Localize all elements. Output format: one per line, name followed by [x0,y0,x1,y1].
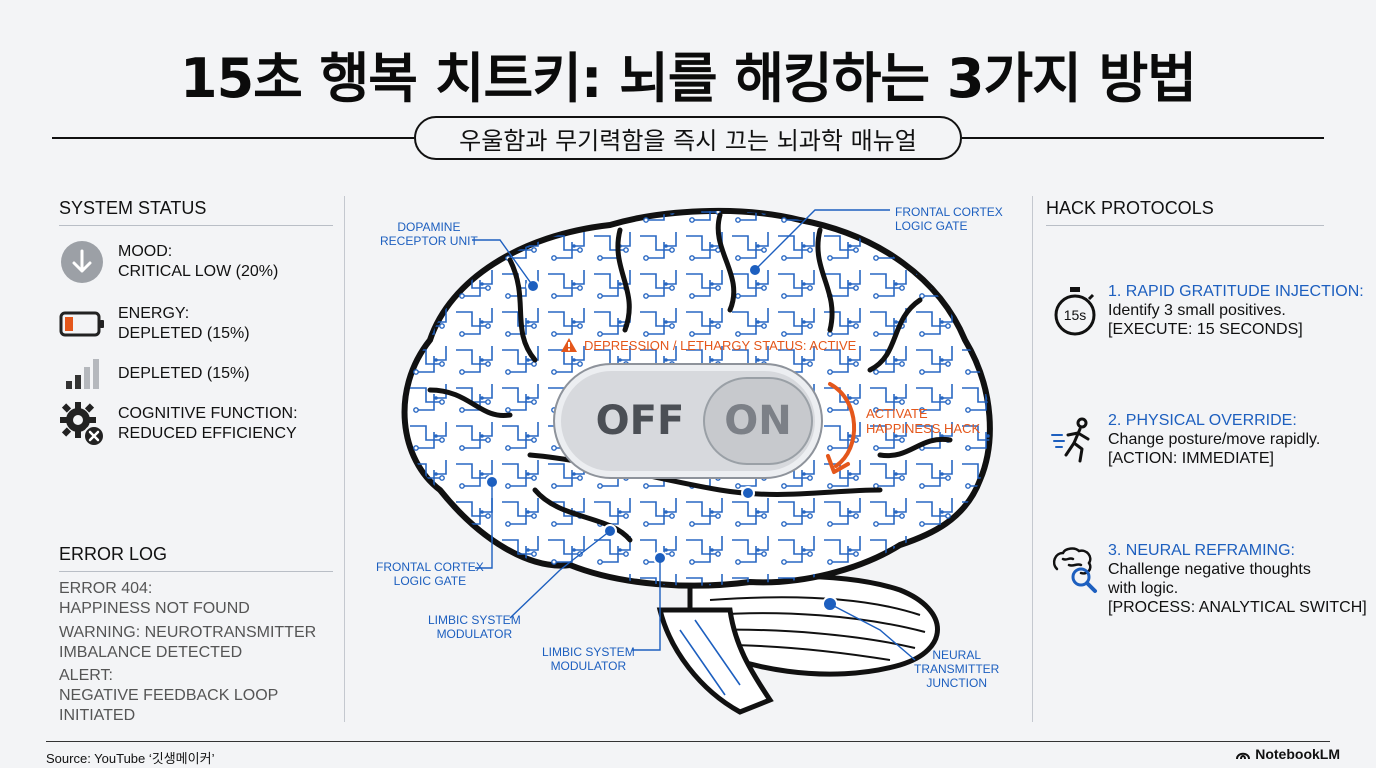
svg-text:15s: 15s [1064,307,1087,323]
footer-rule [46,741,1330,742]
status-cognitive: COGNITIVE FUNCTION:REDUCED EFFICIENCY [58,400,298,448]
happiness-toggle-switch[interactable]: OFF ON [553,363,823,479]
subtitle-pill: 우울함과 무기력함을 즉시 끄는 뇌과학 매뉴얼 [414,116,962,160]
status-warning: DEPRESSION / LETHARGY STATUS: ACTIVE [560,337,856,353]
brain-magnifier-icon [1046,541,1104,599]
warning-triangle-icon [561,338,577,352]
protocol-gratitude: 15s 1. RAPID GRATITUDE INJECTION: Identi… [1046,282,1364,340]
footer-source: Source: YouTube ‘깃생메이커’ [46,751,215,766]
system-status-heading: SYSTEM STATUS [59,198,333,226]
page-title: 15초 행복 치트키: 뇌를 해킹하는 3가지 방법 [180,47,1197,110]
protocol-physical: 2. PHYSICAL OVERRIDE: Change posture/mov… [1046,411,1320,469]
title-rule-left [52,137,414,139]
activate-arrow-icon [826,382,857,474]
title-rule-right [962,137,1324,139]
signal-bars-icon [58,350,106,398]
hack-protocols-heading: HACK PROTOCOLS [1046,198,1324,226]
divider-right [1032,196,1033,722]
brain-stem [656,607,774,715]
error-log-heading: ERROR LOG [59,544,333,572]
status-signal: DEPLETED (15%) [58,350,250,398]
stopwatch-icon: 15s [1046,282,1104,340]
divider-left [344,196,345,722]
footer-brand: NotebookLM [1235,746,1340,762]
notebooklm-logo-icon [1236,752,1251,760]
status-energy: ENERGY:DEPLETED (15%) [58,300,250,348]
protocol-reframing: 3. NEURAL REFRAMING: Challenge negative … [1046,541,1367,617]
error-entry: ERROR 404:HAPPINESS NOT FOUND [59,580,250,617]
switch-on-knob[interactable]: ON [703,377,813,465]
gear-error-icon [58,400,106,448]
down-arrow-icon [58,238,106,286]
switch-off-label: OFF [595,398,685,444]
battery-low-icon [58,300,106,348]
running-person-icon [1046,411,1104,469]
status-mood: MOOD:CRITICAL LOW (20%) [58,238,278,286]
